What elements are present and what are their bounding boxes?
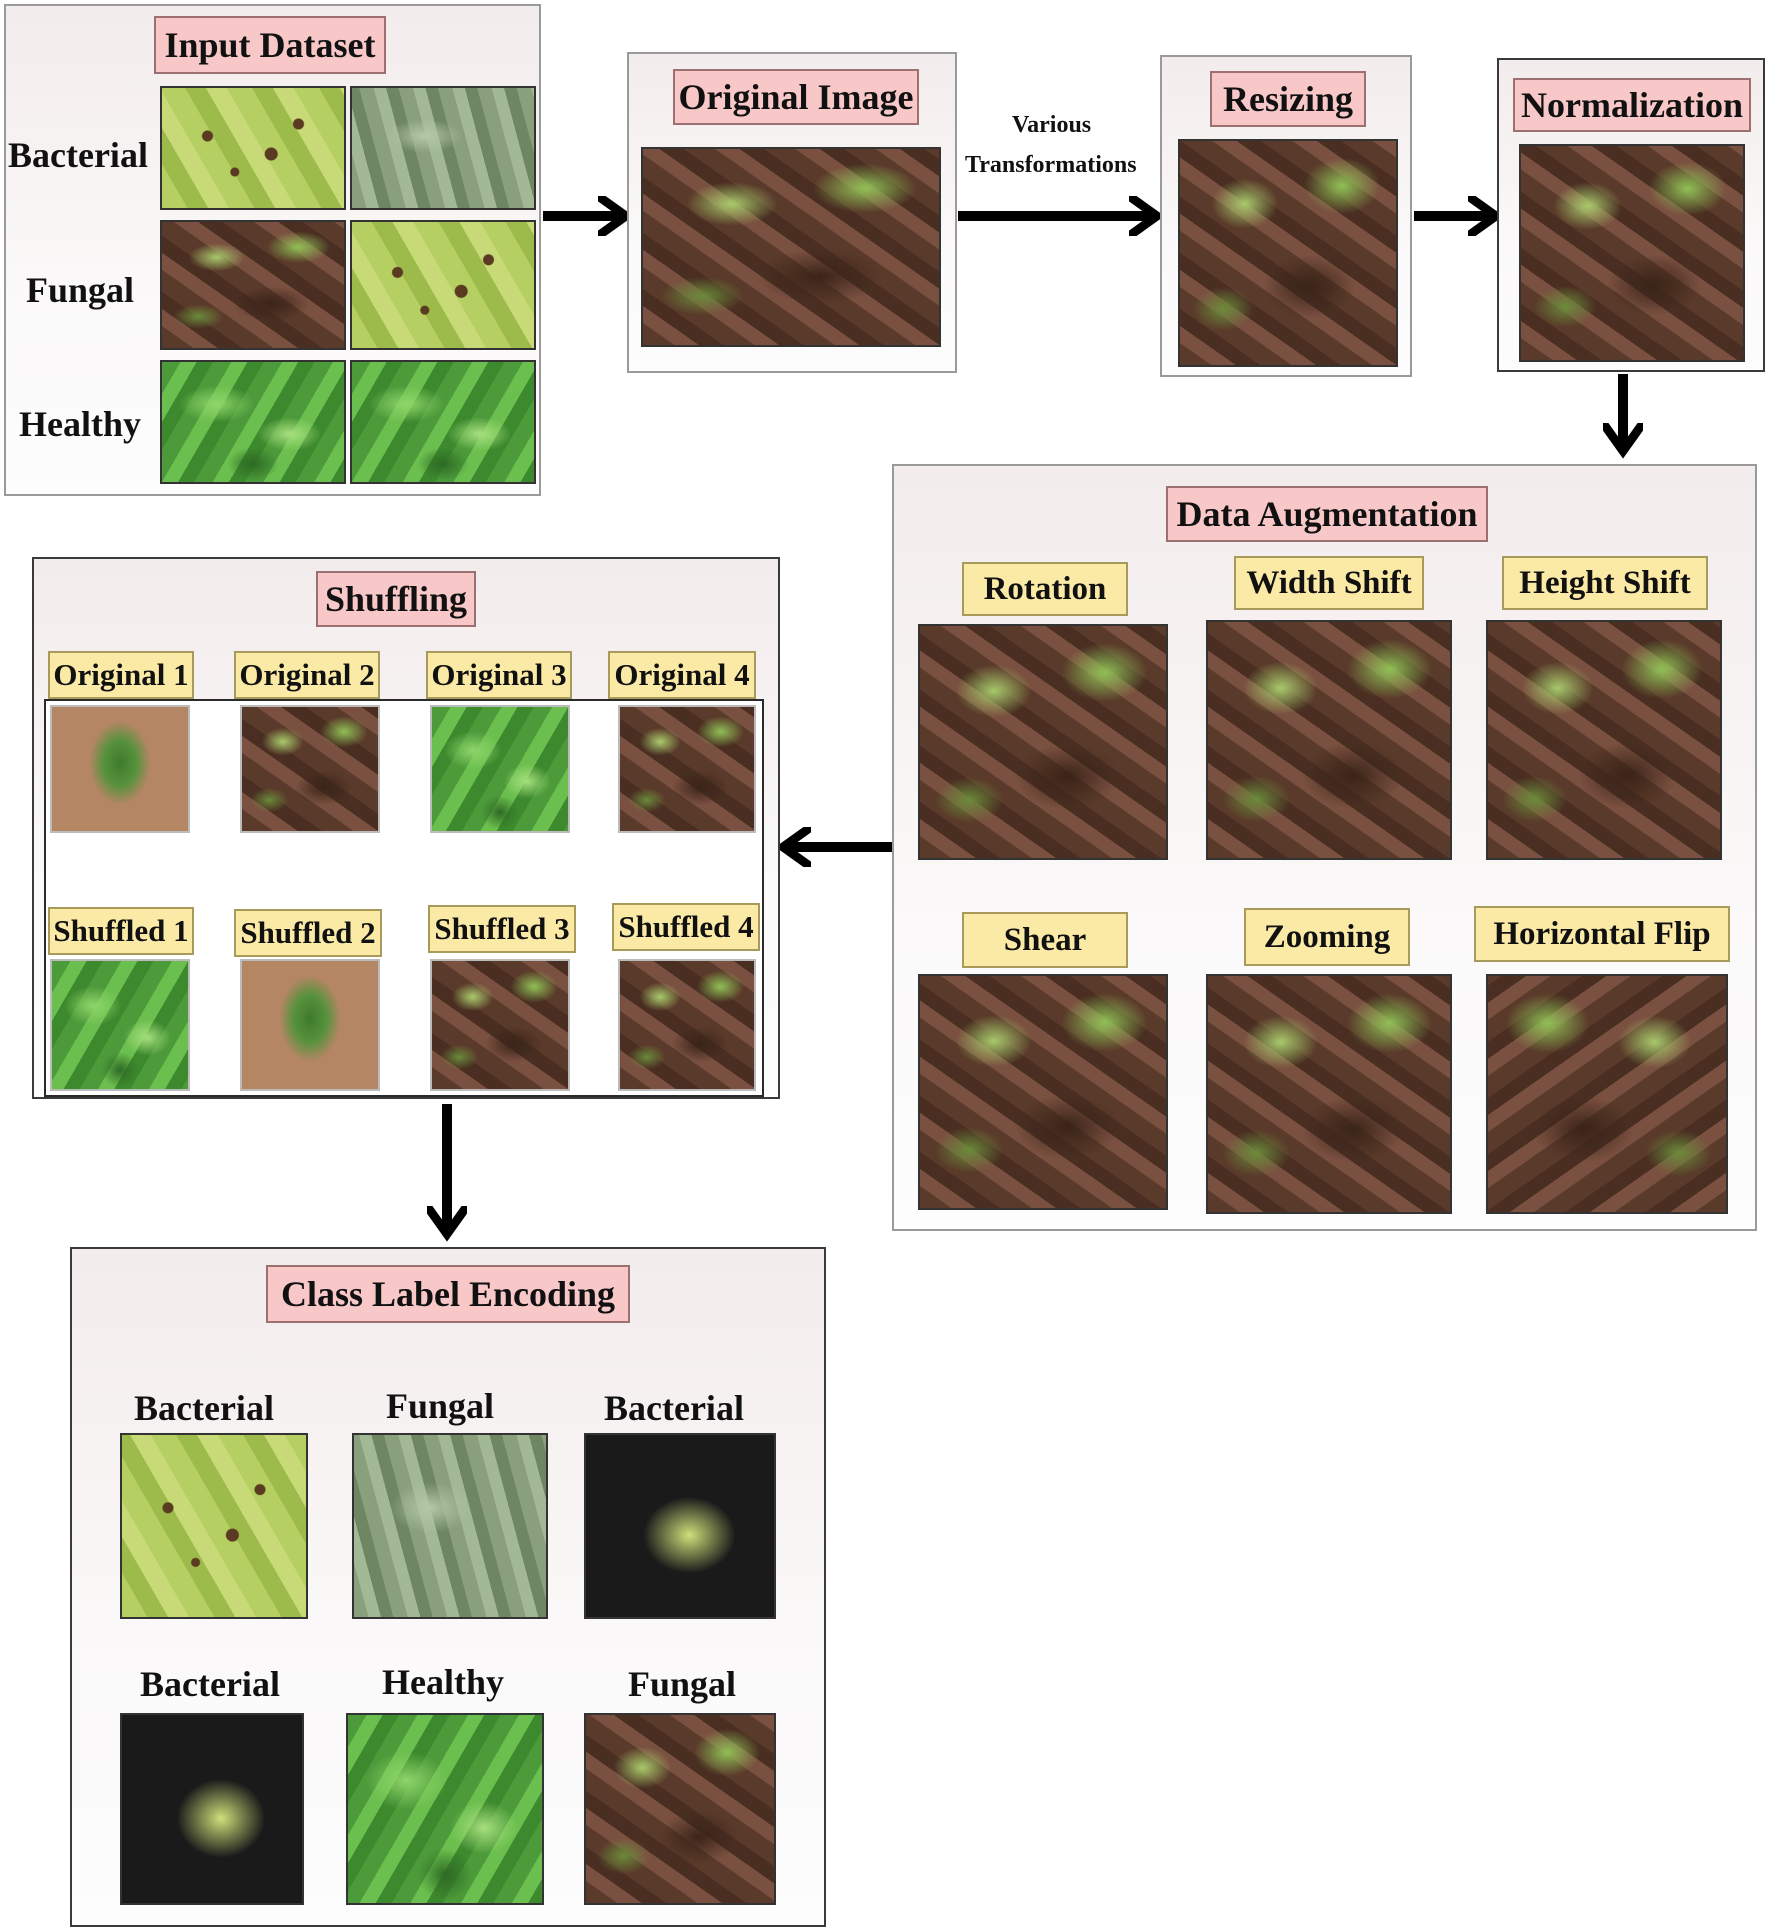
encoded-image: [584, 1713, 776, 1905]
label-original-1: Original 1: [48, 651, 194, 699]
original-image-3: [430, 705, 570, 833]
aug-label-horizontal-flip: Horizontal Flip: [1474, 906, 1730, 962]
data-augmentation-title: Data Augmentation: [1166, 486, 1488, 542]
original-image-4: [618, 705, 756, 833]
dataset-image: [350, 220, 536, 350]
dataset-image: [160, 86, 346, 210]
input-dataset-panel: Input Dataset Bacterial Fungal Healthy: [4, 4, 541, 496]
encoding-label: Fungal: [386, 1386, 495, 1426]
normalized-image: [1519, 144, 1745, 362]
label-shuffled-3: Shuffled 3: [428, 905, 576, 953]
label-shuffled-1: Shuffled 1: [48, 907, 194, 955]
shuffled-image-4: [618, 959, 756, 1091]
shuffled-image-3: [430, 959, 570, 1091]
aug-image-zooming: [1206, 974, 1452, 1214]
transform-caption-line1: Various: [1012, 112, 1092, 138]
row-label-healthy: Healthy: [19, 404, 141, 444]
encoded-image: [352, 1433, 548, 1619]
aug-image-width-shift: [1206, 620, 1452, 860]
class-label-encoding-panel: Class Label Encoding Bacterial Fungal Ba…: [70, 1247, 826, 1927]
aug-label-shear: Shear: [962, 912, 1128, 968]
original-image-1: [50, 705, 190, 833]
input-dataset-title: Input Dataset: [154, 16, 386, 74]
encoding-label: Bacterial: [134, 1388, 274, 1428]
dataset-image: [350, 86, 536, 210]
label-original-2: Original 2: [234, 651, 380, 699]
dataset-image: [160, 360, 346, 484]
encoded-image: [120, 1713, 304, 1905]
shuffling-title: Shuffling: [316, 571, 476, 627]
shuffled-image-1: [50, 959, 190, 1091]
dataset-image: [160, 220, 346, 350]
label-shuffled-4: Shuffled 4: [612, 903, 760, 951]
encoding-label: Bacterial: [140, 1664, 280, 1704]
shuffled-image-2: [240, 959, 380, 1091]
aug-label-zooming: Zooming: [1244, 908, 1410, 966]
label-original-4: Original 4: [608, 651, 756, 699]
aug-label-height-shift: Height Shift: [1502, 556, 1708, 610]
transform-caption-line2: Transformations: [965, 152, 1137, 178]
resizing-panel: Resizing: [1160, 55, 1412, 377]
aug-label-width-shift: Width Shift: [1234, 556, 1424, 610]
original-image-panel: Original Image: [627, 52, 957, 373]
aug-image-height-shift: [1486, 620, 1722, 860]
original-image-title: Original Image: [673, 69, 919, 125]
aug-label-rotation: Rotation: [962, 562, 1128, 616]
shuffling-panel: Shuffling Original 1 Original 2 Original…: [32, 557, 780, 1099]
encoded-image: [584, 1433, 776, 1619]
normalization-title: Normalization: [1513, 78, 1751, 132]
aug-image-horizontal-flip: [1486, 974, 1728, 1214]
data-augmentation-panel: Data Augmentation Rotation Width Shift H…: [892, 464, 1757, 1231]
resizing-title: Resizing: [1210, 71, 1366, 127]
aug-image-rotation: [918, 624, 1168, 860]
label-shuffled-2: Shuffled 2: [234, 909, 382, 957]
normalization-panel: Normalization: [1497, 58, 1765, 372]
dataset-image: [350, 360, 536, 484]
encoded-image: [120, 1433, 308, 1619]
class-label-encoding-title: Class Label Encoding: [266, 1265, 630, 1323]
resized-image: [1178, 139, 1398, 367]
encoding-label: Bacterial: [604, 1388, 744, 1428]
label-original-3: Original 3: [426, 651, 572, 699]
encoding-label: Fungal: [628, 1664, 737, 1704]
encoded-image: [346, 1713, 544, 1905]
original-image-2: [240, 705, 380, 833]
encoding-label: Healthy: [382, 1662, 504, 1702]
original-image: [641, 147, 941, 347]
row-label-fungal: Fungal: [26, 270, 135, 310]
aug-image-shear: [918, 974, 1168, 1210]
row-label-bacterial: Bacterial: [8, 135, 148, 175]
